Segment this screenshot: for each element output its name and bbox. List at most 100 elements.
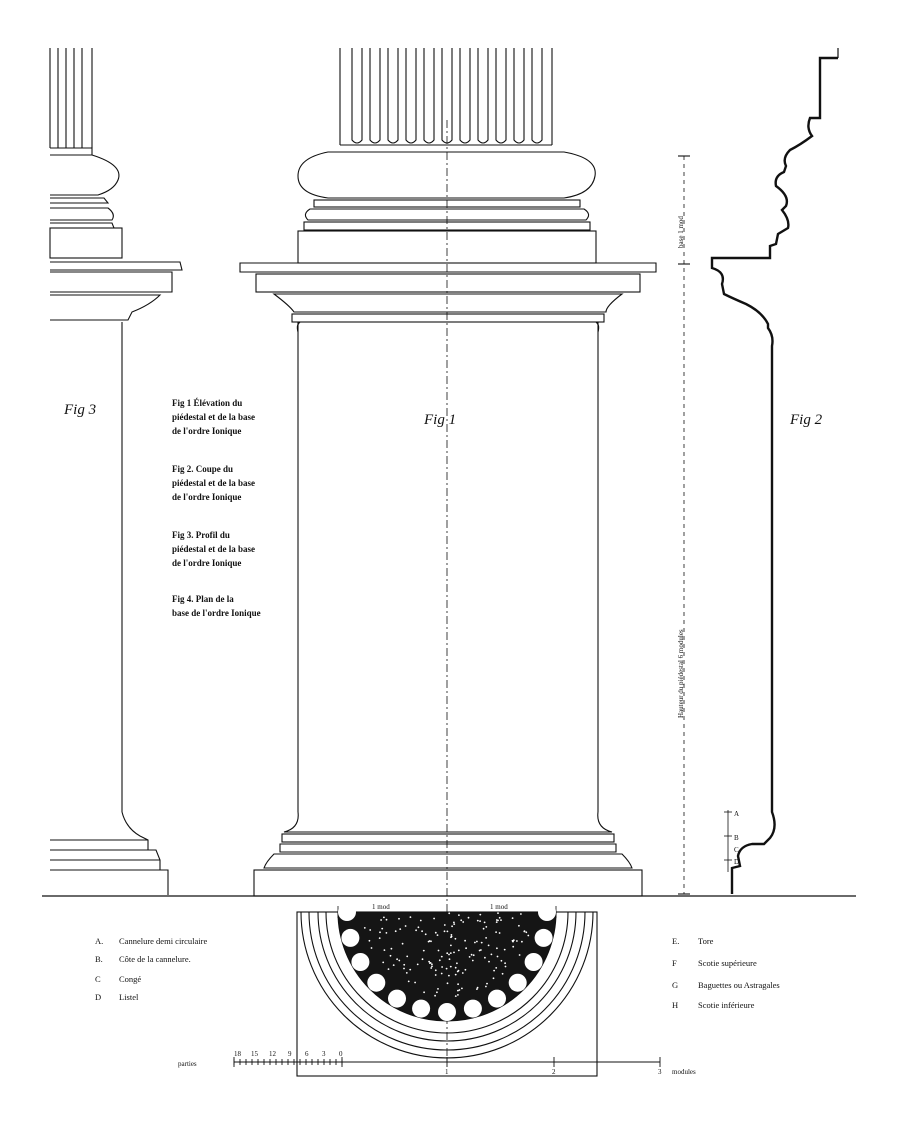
plan-speckle-dot <box>443 930 446 933</box>
plan-speckle-dot <box>409 968 412 971</box>
plan-flute <box>508 973 527 992</box>
plan-speckle-dot <box>512 945 515 948</box>
plan-speckle-dot <box>454 995 457 997</box>
scale-tick-15: 15 <box>251 1050 259 1058</box>
plan-speckle-dot <box>445 967 448 970</box>
fig2-label: Fig 2 <box>789 412 823 428</box>
plan-speckle-dot <box>383 916 385 919</box>
plan-speckle-dot <box>417 926 420 929</box>
plan-speckle-dot <box>454 973 457 976</box>
plan-speckle-dot <box>434 994 436 997</box>
plan-speckle-dot <box>416 963 419 966</box>
plan-speckle-dot <box>385 932 388 934</box>
legend-d-key: D <box>95 992 101 1002</box>
plan-speckle-dot <box>434 931 437 934</box>
plan-speckle-dot <box>485 926 488 928</box>
legend-f-key: F <box>672 958 677 968</box>
captions: Fig 1 Élévation du piédestal et de la ba… <box>172 398 261 618</box>
plan-speckle-dot <box>503 948 506 951</box>
plan-speckle-dot <box>370 947 373 949</box>
plan-flute <box>412 999 431 1018</box>
plan-speckle-dot <box>394 930 397 933</box>
profile-letter-b: B <box>734 834 739 842</box>
plan-flute <box>367 973 386 992</box>
plan-speckle-dot <box>457 969 460 972</box>
plan-speckle-dot <box>383 949 386 951</box>
caption-fig4-line1: Fig 4. Plan de la <box>172 594 234 604</box>
shaft-flute <box>459 48 471 144</box>
plan-speckle-dot <box>409 916 412 918</box>
plan-speckle-dot <box>368 939 371 942</box>
plan-speckle-dot <box>389 954 392 957</box>
plan-flute <box>534 928 553 947</box>
plan-flute <box>351 953 370 971</box>
plan-speckle-dot <box>404 925 407 927</box>
plan-speckle-dot <box>448 974 450 977</box>
plan-speckle-dot <box>446 930 449 933</box>
fig4-plan <box>296 903 598 1077</box>
plan-speckle-dot <box>403 967 405 970</box>
plan-speckle-dot <box>495 919 498 921</box>
legend-right: E. Tore F Scotie supérieure G Baguettes … <box>672 936 780 1010</box>
caption-fig1-line3: de l'ordre Ionique <box>172 426 241 436</box>
caption-fig1-line2: piédestal et de la base <box>172 412 255 422</box>
plan-speckle-dot <box>500 959 503 962</box>
plan-speckle-dot <box>453 921 455 924</box>
plan-speckle-dot <box>451 925 453 928</box>
profile-letter-d: D <box>734 858 739 866</box>
scale-module-2: 2 <box>552 1068 556 1076</box>
plan-flute <box>488 989 506 1008</box>
plan-speckle-dot <box>523 930 526 933</box>
legend-b-text: Côte de la cannelure. <box>119 954 191 964</box>
plan-speckle-dot <box>450 934 453 936</box>
legend-h-text: Scotie inférieure <box>698 1000 755 1010</box>
plan-speckle-dot <box>453 923 456 925</box>
scale-module-3: 3 <box>658 1068 662 1076</box>
plan-speckle-dot <box>424 933 427 936</box>
scale-tick-12: 12 <box>269 1050 277 1058</box>
plan-speckle-dot <box>490 953 493 956</box>
plan-speckle-dot <box>520 913 522 915</box>
scale-tick-6: 6 <box>305 1050 309 1058</box>
plan-speckle-dot <box>525 931 528 934</box>
plan-speckle-dot <box>421 930 423 933</box>
plan-speckle-dot <box>405 972 408 974</box>
plan-speckle-dot <box>479 920 481 922</box>
plan-speckle-dot <box>462 921 465 923</box>
plan-speckle-dot <box>518 954 521 956</box>
plan-speckle-dot <box>478 949 481 952</box>
plan-speckle-dot <box>516 940 518 942</box>
plan-speckle-dot <box>457 989 459 992</box>
shaft-flute <box>441 48 453 144</box>
plan-speckle-dot <box>396 958 398 961</box>
plan-speckle-dot <box>415 929 417 932</box>
plan-speckle-dot <box>495 967 498 969</box>
plan-speckle-dot <box>476 986 479 989</box>
plan-speckle-dot <box>440 955 443 958</box>
scale-bar <box>233 1057 661 1067</box>
plan-speckle-dot <box>457 994 459 996</box>
plan-speckle-dot <box>436 934 439 936</box>
plan-flute <box>388 989 406 1008</box>
plan-speckle-dot <box>496 947 498 950</box>
plan-speckle-dot <box>450 944 452 947</box>
plan-speckle-dot <box>480 941 483 944</box>
legend-g-key: G <box>672 980 678 990</box>
plan-speckle-dot <box>501 972 504 975</box>
scale-tick-9: 9 <box>288 1050 292 1058</box>
plan-speckle-dot <box>449 965 452 968</box>
plan-speckle-dot <box>484 956 486 959</box>
plan-speckle-dot <box>422 949 425 952</box>
plan-speckle-dot <box>485 937 487 939</box>
plan-speckle-dot <box>472 954 475 957</box>
plan-speckle-dot <box>495 921 498 923</box>
plan-speckle-dot <box>454 966 457 969</box>
plan-speckle-dot <box>495 931 497 933</box>
plan-speckle-dot <box>454 937 457 940</box>
plan-speckle-dot <box>434 969 437 972</box>
plan-speckle-dot <box>407 980 410 983</box>
plan-dimension-right: 1 mod <box>490 903 508 911</box>
scale-tick-18: 18 <box>234 1050 242 1058</box>
fig2-detail-marks <box>724 810 732 872</box>
